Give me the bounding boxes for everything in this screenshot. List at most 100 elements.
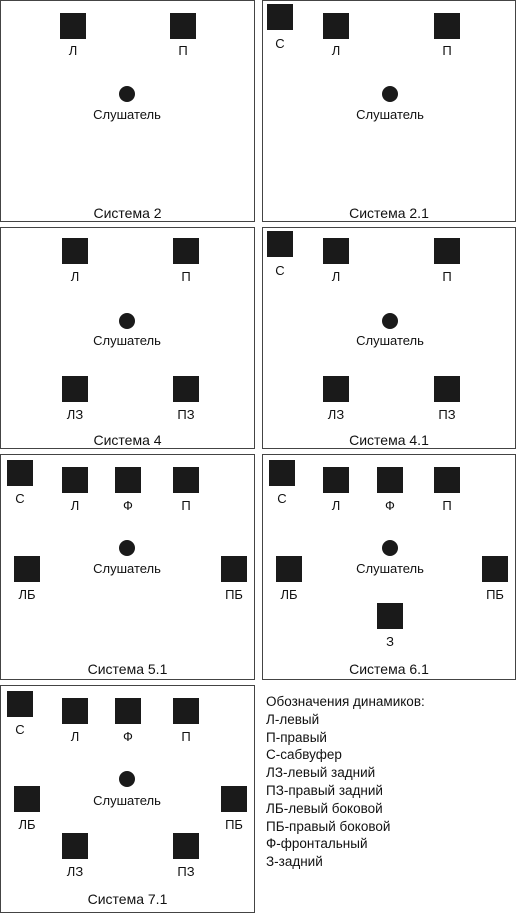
listener-label: Слушатель — [356, 107, 424, 122]
speaker-label: Л — [70, 729, 80, 744]
speaker-side-left — [276, 556, 302, 582]
legend-item: ЛЗ-левый задний — [266, 765, 376, 781]
listener-dot — [382, 86, 398, 102]
legend-item: П-правый — [266, 729, 327, 745]
speaker-label: П — [181, 729, 191, 744]
system-title: Система 4.1 — [349, 432, 429, 448]
speaker-front-right — [434, 13, 460, 39]
listener-dot — [119, 771, 135, 787]
speaker-front-right — [173, 238, 199, 264]
speaker-label: П — [442, 498, 452, 513]
speaker-label: П — [442, 43, 452, 58]
system-title: Система 5.1 — [87, 661, 168, 677]
speaker-label: Ф — [385, 498, 395, 513]
legend-item: З-задний — [266, 854, 323, 870]
system-title: Система 2.1 — [349, 205, 429, 221]
speaker-front-right — [173, 698, 199, 724]
speaker-label: ЛБ — [280, 587, 298, 602]
speaker-front-right — [173, 467, 199, 493]
speaker-label: ПБ — [225, 817, 243, 832]
system-title: Система 6.1 — [349, 661, 429, 677]
legend-item: ПЗ-правый задний — [266, 782, 383, 798]
legend-item: ЛБ-левый боковой — [266, 800, 383, 816]
speaker-label: ПЗ — [177, 407, 195, 422]
listener-dot — [119, 540, 135, 556]
system-2-panel: Л П Слушатель Система 2 — [0, 0, 255, 222]
listener-dot — [119, 86, 135, 102]
speaker-front-left — [62, 238, 88, 264]
speaker-label: П — [442, 269, 452, 284]
listener-dot — [382, 540, 398, 556]
legend-item: ПБ-правый боковой — [266, 818, 391, 834]
speaker-label: ЛБ — [18, 817, 36, 832]
speaker-label: ПБ — [486, 587, 504, 602]
speaker-front-left — [323, 467, 349, 493]
speaker-side-right — [482, 556, 508, 582]
system-7-1-panel: С Л Ф П Слушатель ЛБ ПБ ЛЗ ПЗ Система 7.… — [0, 685, 255, 913]
system-4-panel: Л П Слушатель ЛЗ ПЗ Система 4 — [0, 227, 255, 449]
speaker-label: Л — [70, 269, 80, 284]
speaker-front-left — [62, 698, 88, 724]
speaker-front-left — [60, 13, 86, 39]
speaker-label: Ф — [123, 498, 133, 513]
listener-label: Слушатель — [93, 561, 161, 576]
speaker-front-right — [170, 13, 196, 39]
speaker-front-right — [434, 467, 460, 493]
speaker-label: ПБ — [225, 587, 243, 602]
system-4-1-panel: С Л П Слушатель ЛЗ ПЗ Система 4.1 — [262, 227, 516, 449]
speaker-label: Л — [331, 498, 341, 513]
speaker-subwoofer — [269, 460, 295, 486]
legend-item: С-сабвуфер — [266, 747, 342, 763]
listener-dot — [119, 313, 135, 329]
speaker-label: С — [277, 491, 287, 506]
speaker-label: П — [181, 269, 191, 284]
speaker-label: Л — [331, 43, 341, 58]
listener-label: Слушатель — [93, 333, 161, 348]
listener-dot — [382, 313, 398, 329]
system-title: Система 7.1 — [87, 891, 168, 907]
system-title: Система 4 — [93, 432, 162, 448]
speaker-subwoofer — [7, 460, 33, 486]
speaker-subwoofer — [267, 4, 293, 30]
speaker-label: ПЗ — [438, 407, 456, 422]
speaker-rear-left — [323, 376, 349, 402]
speaker-rear-right — [434, 376, 460, 402]
speaker-label: Л — [331, 269, 341, 284]
speaker-front-left — [323, 13, 349, 39]
speaker-legend: Обозначения динамиков: Л-левый П-правый … — [266, 693, 425, 871]
speaker-rear-center — [377, 603, 403, 629]
speaker-label: Л — [70, 498, 80, 513]
system-title: Система 2 — [93, 205, 162, 221]
speaker-label: С — [15, 722, 25, 737]
speaker-subwoofer — [267, 231, 293, 257]
speaker-front-center — [115, 698, 141, 724]
speaker-front-right — [434, 238, 460, 264]
system-6-1-panel: С Л Ф П Слушатель ЛБ ПБ З Система 6.1 — [262, 454, 516, 680]
speaker-rear-right — [173, 833, 199, 859]
speaker-label: ЛЗ — [66, 864, 84, 879]
speaker-label: С — [275, 263, 285, 278]
speaker-rear-right — [173, 376, 199, 402]
speaker-label: ЛЗ — [327, 407, 345, 422]
listener-label: Слушатель — [356, 561, 424, 576]
speaker-front-left — [323, 238, 349, 264]
speaker-label: ПЗ — [177, 864, 195, 879]
legend-title: Обозначения динамиков: — [266, 694, 425, 709]
speaker-subwoofer — [7, 691, 33, 717]
speaker-side-left — [14, 786, 40, 812]
speaker-side-left — [14, 556, 40, 582]
legend-item: Ф-фронтальный — [266, 836, 368, 852]
speaker-front-center — [377, 467, 403, 493]
listener-label: Слушатель — [93, 107, 161, 122]
listener-label: Слушатель — [93, 793, 161, 808]
speaker-label: ЛЗ — [66, 407, 84, 422]
speaker-rear-left — [62, 376, 88, 402]
speaker-label: Ф — [123, 729, 133, 744]
speaker-label: С — [15, 491, 25, 506]
speaker-front-left — [62, 467, 88, 493]
legend-item: Л-левый — [266, 711, 320, 727]
speaker-label: Л — [68, 43, 78, 58]
system-2-1-panel: С Л П Слушатель Система 2.1 — [262, 0, 516, 222]
speaker-label: С — [275, 36, 285, 51]
speaker-side-right — [221, 556, 247, 582]
